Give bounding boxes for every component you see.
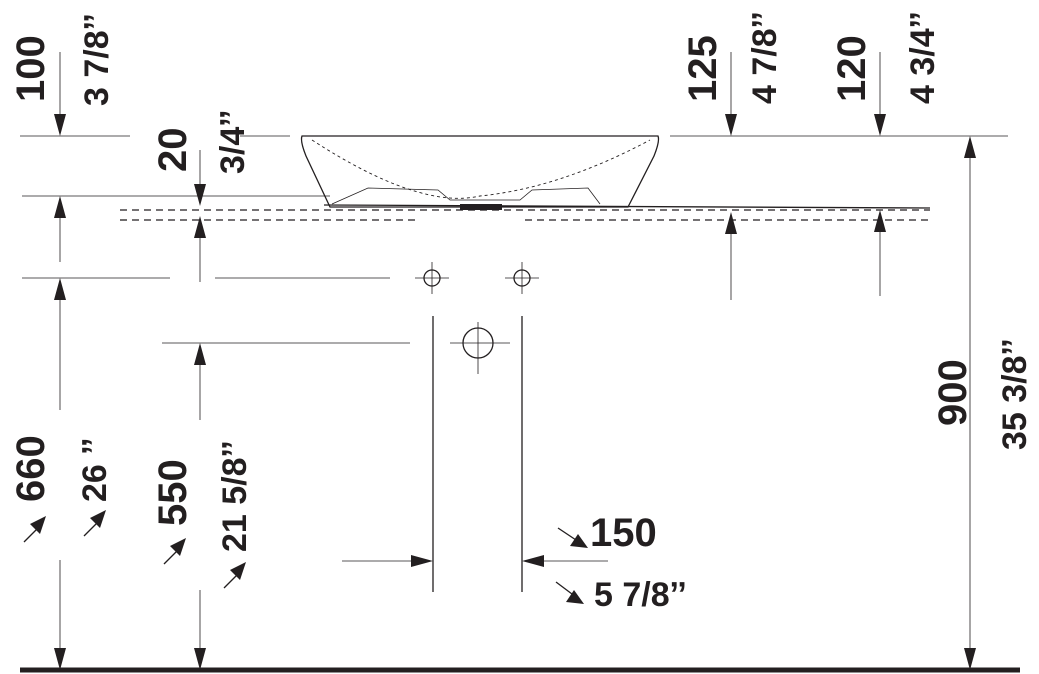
dim-900-inch: 35 3/8ˮ: [996, 338, 1034, 450]
dim-20-mm: 20: [151, 128, 195, 173]
dim-900-mm: 900: [931, 359, 975, 426]
dim-550-inch: 21 5/8ˮ: [216, 440, 254, 552]
dim-660-mm: 660: [9, 435, 53, 502]
dim-100-mm: 100: [9, 35, 53, 102]
dim-100-inch: 3 7/8ˮ: [78, 13, 116, 106]
dim-125-mm: 125: [681, 35, 725, 102]
dim-150-mm: 150: [590, 511, 657, 555]
dim-660-inch: 26 ˮ: [76, 438, 114, 502]
pointer-arrows: [23, 510, 588, 604]
dim-550-mm: 550: [151, 459, 195, 526]
dim-20-inch: 3/4ˮ: [214, 110, 252, 174]
dim-120-inch: 4 3/4ˮ: [904, 11, 942, 104]
supply-left-symbol: [415, 262, 449, 294]
dim-120-mm: 120: [830, 35, 874, 102]
dim-125-inch: 4 7/8ˮ: [746, 11, 784, 104]
basin-outline: [300, 135, 931, 210]
supply-right-symbol: [505, 262, 539, 294]
dim-150-inch: 5 7/8ˮ: [594, 576, 687, 614]
drain-symbol: [450, 322, 510, 374]
